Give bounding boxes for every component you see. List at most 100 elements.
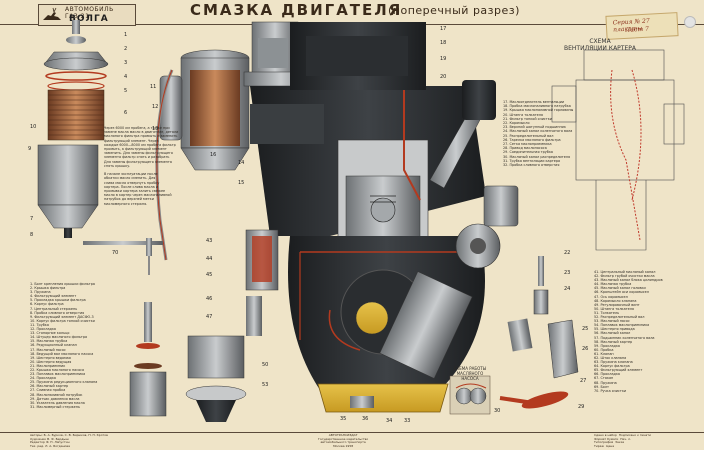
callout-number: 70 (112, 250, 119, 256)
legend-item: 63. Пружина клапана (594, 360, 633, 365)
callout-number: 13 (152, 126, 159, 132)
callout-number: 20 (440, 74, 447, 80)
callout-number: 36 (362, 416, 369, 422)
oil-pump-exploded (499, 256, 579, 409)
legend-item: 50. Штанга толкателя (594, 306, 634, 311)
callout-number: 29 (578, 404, 585, 410)
volga-logo: АВТОМОБИЛЬ ГАЗ-21 ВОЛГА (38, 4, 136, 26)
callout-number: 24 (564, 286, 571, 292)
legend-item: 65. Фильтрующий элемент (594, 368, 643, 373)
callout-number: 18 (440, 40, 447, 46)
callout-number: 26 (582, 346, 589, 352)
service-note-text: Через 6000 км пробега, а также при замен… (104, 126, 179, 206)
legend-item: 19. Шестерня ведомая (30, 355, 71, 360)
callout-number: 23 (564, 270, 571, 276)
legend-item: 22. Крышка масляного насоса (30, 367, 85, 372)
callout-number: 11 (150, 84, 157, 90)
callout-number: 7 (30, 216, 34, 222)
callout-number: 14 (238, 160, 245, 166)
callout-number: 47 (206, 314, 213, 320)
callout-number: 25 (582, 326, 589, 332)
legend-item: 64. Корпус фильтра (594, 364, 630, 369)
legend-item: 42. Фильтр грубой очистки масла (594, 274, 655, 279)
legend-item: 16. Редукционный клапан (30, 343, 77, 348)
legend-item: 49. Регулировочный винт (594, 302, 640, 307)
callout-number: 19 (440, 56, 447, 62)
legend-item: 47. Ось коромысел (594, 294, 628, 299)
callout-number: 8 (30, 232, 34, 238)
legend-item: 67. Стакан (594, 376, 614, 381)
overlay-button-icon[interactable] (684, 16, 696, 28)
legend-item: 53. Масляный насос (594, 319, 630, 324)
legend-item: 7. Центральный стержень (30, 306, 78, 311)
callout-number: 45 (206, 272, 213, 278)
footer-divider (0, 432, 704, 433)
callout-number: 22 (564, 250, 571, 256)
callout-number: 17 (440, 26, 447, 32)
legend-item: 21. Маслоприемник (30, 363, 66, 368)
deer-emblem-icon (43, 7, 61, 20)
legend-item: 44. Масляная трубка (594, 282, 632, 287)
legend-item: 3. Пружина (30, 290, 51, 295)
callout-number: 3 (124, 60, 128, 66)
legend-item: 23. Поплавок маслоприемника (30, 372, 86, 377)
legend-item: 60. Пробка (594, 347, 614, 352)
legend-item: 25. Пружина редукционного клапана (30, 380, 98, 385)
legend-item: 2. Крышка фильтра (30, 286, 66, 291)
legend-item: 69. Болт (594, 384, 610, 389)
legend-item: 59. Прокладка (594, 343, 621, 348)
legend-item: 41. Центральный масляный канал (594, 270, 656, 274)
legend-item: 56. Масляный канал (594, 331, 631, 336)
legend-item: 28. Маслоналивной патрубок (30, 392, 83, 397)
legend-item: 12. Прокладка (30, 327, 57, 332)
legend-item: 62. Шток клапана (594, 355, 627, 360)
legend-item: 14. Штуцер масляного фильтра (30, 335, 88, 340)
logo-brand-text: ВОЛГА (69, 14, 109, 24)
legend-item: 29. Датчик давления масла (30, 396, 80, 401)
legend-item: 30. Указатель давления масла (30, 400, 85, 405)
legend-item: 70. Ручка очистки (594, 388, 627, 393)
callout-number: 2 (124, 46, 128, 52)
legend-item: 10. Корпус фильтра тонкой очистки (30, 318, 95, 323)
callout-number: 16 (210, 152, 217, 158)
coarse-oil-filter-exploded (37, 20, 109, 238)
legend-item: 11. Трубка (30, 322, 49, 327)
fine-filter-exploded (129, 296, 262, 422)
legend-item: 6. Корпус фильтра (30, 302, 64, 307)
legend-item: 27. Сливная пробка (30, 388, 66, 393)
oil-pump-scheme (449, 375, 491, 415)
legend-item: 68. Пружина (594, 380, 617, 385)
callout-number: 33 (404, 418, 411, 424)
parts-legend-right: 41. Центральный масляный канал 42. Фильт… (594, 270, 663, 393)
dipstick (83, 238, 163, 275)
legend-item: 9. Фильтрующий элемент ДАСФО-3 (30, 314, 94, 319)
poster-subtitle: (поперечный разрез) (388, 4, 520, 17)
callout-number: 12 (152, 104, 159, 110)
legend-item: 17. Масляный насос (30, 347, 66, 352)
timing-gear (455, 185, 519, 269)
legend-item: 13. Стопорное кольцо (30, 331, 70, 336)
callout-number: 5 (124, 88, 128, 94)
poster-title: СМАЗКА ДВИГАТЕЛЯ (190, 1, 403, 19)
legend-item: 45. Масляный канал головки (594, 286, 646, 291)
legend-item: 20. Шестерня ведущая (30, 359, 72, 364)
legend-item: 54. Поплавок маслоприемника (594, 323, 650, 328)
pump-scheme-caption: СХЕМА РАБОТЫ МАСЛЯНОГО НАСОСА (453, 366, 487, 381)
legend-item: 61. Клапан (594, 351, 614, 356)
callout-number: 9 (28, 146, 32, 152)
legend-item: 4. Фильтрующий элемент (30, 294, 77, 299)
logo-model-text: АВТОМОБИЛЬ ГАЗ-21 (65, 6, 114, 20)
legend-item: 15. Масляная трубка (30, 339, 68, 344)
callout-number: 6 (124, 110, 128, 116)
footer-credits: Авторы: Б. А. Бурков, С. В. Бирюков, Н. … (30, 433, 108, 448)
ventilation-scheme-title: СХЕМА ВЕНТИЛЯЦИИ КАРТЕРА (564, 38, 636, 52)
legend-item: 55. Шестерня привода (594, 327, 635, 332)
legend-item: 5. Прокладка крышки фильтра (30, 298, 86, 303)
legend-item: 18. Ведущий вал масляного насоса (30, 351, 94, 356)
oil-pressure-pump (245, 229, 279, 291)
legend-item: 8. Пробка сливного отверстия (30, 310, 85, 315)
callout-number: 30 (494, 408, 501, 414)
legend-item: 43. Масляный канал блока цилиндров (594, 278, 663, 283)
callout-number: 27 (580, 378, 587, 384)
